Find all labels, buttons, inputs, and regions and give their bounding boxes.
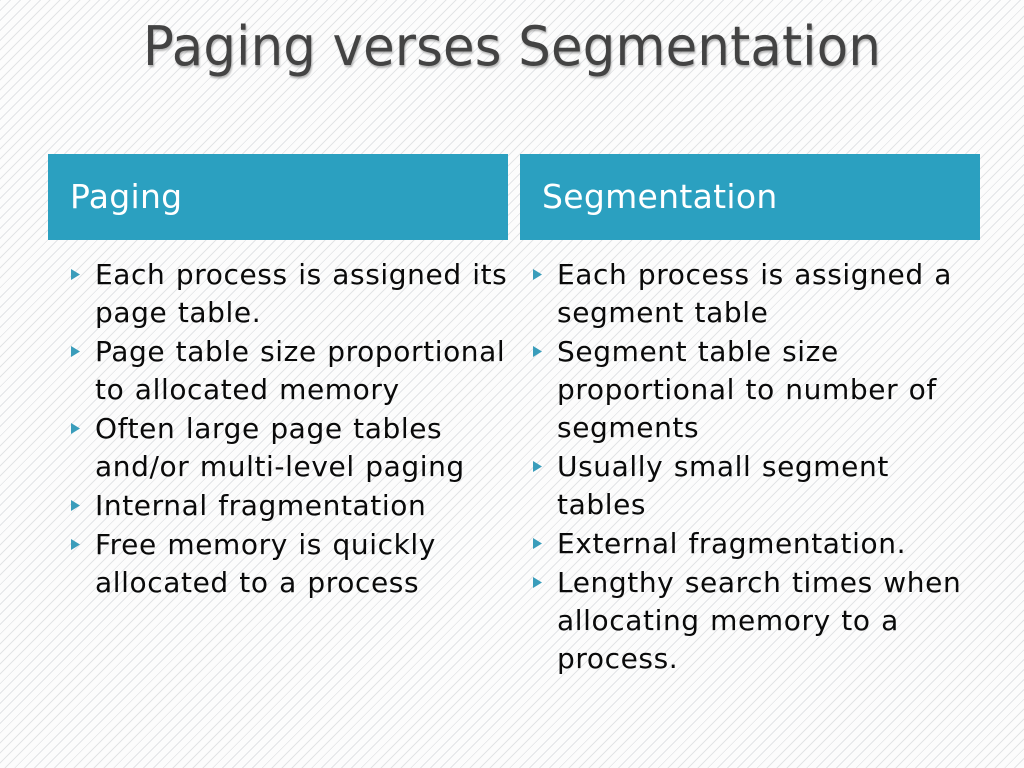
bullet-list-paging: Each process is assigned its page table.… xyxy=(48,240,508,602)
list-item: Usually small segment tables xyxy=(520,448,980,524)
list-item: Internal fragmentation xyxy=(48,487,508,525)
list-item-text: Usually small segment tables xyxy=(557,450,889,521)
list-item-text: Free memory is quickly allocated to a pr… xyxy=(95,528,436,599)
list-item-text: External fragmentation. xyxy=(557,527,907,560)
list-item-text: Each process is assigned a segment table xyxy=(557,258,952,329)
list-item-text: Segment table size proportional to numbe… xyxy=(557,335,937,444)
list-item: Lengthy search times when allocating mem… xyxy=(520,564,980,678)
triangle-right-icon xyxy=(532,576,548,589)
list-item: Often large page tables and/or multi-lev… xyxy=(48,410,508,486)
list-item-text: Lengthy search times when allocating mem… xyxy=(557,566,962,675)
column-header-label: Paging xyxy=(70,177,183,216)
column-segmentation: Segmentation Each process is assigned a … xyxy=(520,154,980,679)
triangle-right-icon xyxy=(532,460,548,473)
triangle-right-icon xyxy=(70,538,86,551)
column-header-label: Segmentation xyxy=(542,177,778,216)
column-header-segmentation: Segmentation xyxy=(520,154,980,240)
list-item: Each process is assigned its page table. xyxy=(48,256,508,332)
list-item-text: Often large page tables and/or multi-lev… xyxy=(95,412,465,483)
list-item-text: Each process is assigned its page table. xyxy=(95,258,508,329)
triangle-right-icon xyxy=(532,537,548,550)
list-item-text: Page table size proportional to allocate… xyxy=(95,335,506,406)
list-item: Free memory is quickly allocated to a pr… xyxy=(48,526,508,602)
column-paging: Paging Each process is assigned its page… xyxy=(48,154,508,679)
comparison-columns: Paging Each process is assigned its page… xyxy=(48,154,980,679)
triangle-right-icon xyxy=(532,268,548,281)
page-title: Paging verses Segmentation xyxy=(142,15,882,78)
bullet-list-segmentation: Each process is assigned a segment table… xyxy=(520,240,980,678)
triangle-right-icon xyxy=(70,268,86,281)
list-item-text: Internal fragmentation xyxy=(95,489,427,522)
triangle-right-icon xyxy=(532,345,548,358)
triangle-right-icon xyxy=(70,422,86,435)
column-header-paging: Paging xyxy=(48,154,508,240)
triangle-right-icon xyxy=(70,499,86,512)
list-item: External fragmentation. xyxy=(520,525,980,563)
list-item: Segment table size proportional to numbe… xyxy=(520,333,980,447)
triangle-right-icon xyxy=(70,345,86,358)
list-item: Each process is assigned a segment table xyxy=(520,256,980,332)
list-item: Page table size proportional to allocate… xyxy=(48,333,508,409)
